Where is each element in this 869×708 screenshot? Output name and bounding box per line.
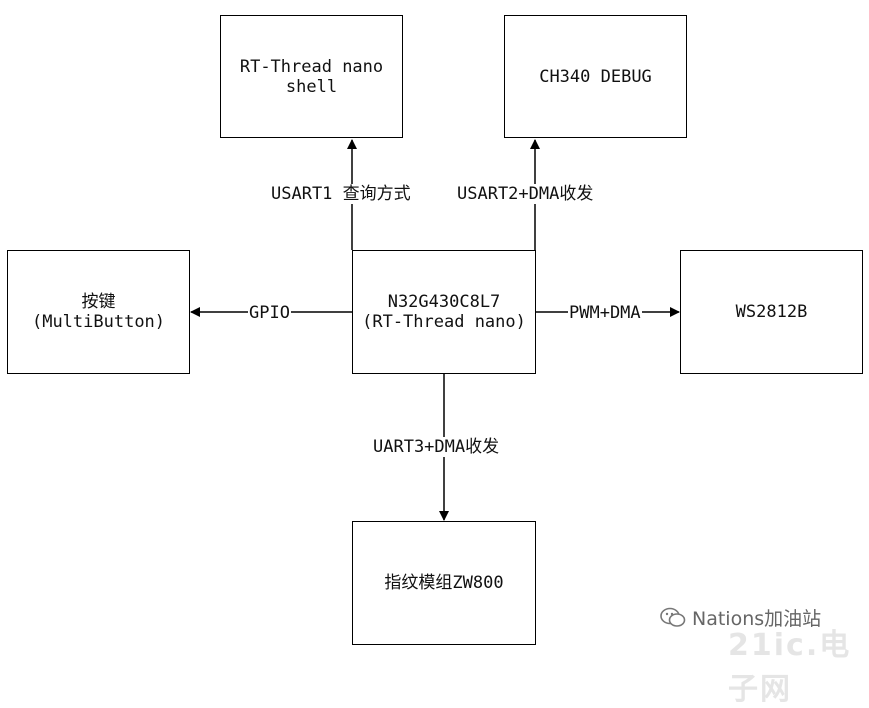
edge-label-gpio: GPIO [248, 303, 291, 323]
node-key: 按键 (MultiButton) [7, 250, 190, 374]
node-debug-label: CH340 DEBUG [539, 66, 652, 87]
watermark-faint: 21ic.电子网 [728, 628, 852, 707]
watermark-text: Nations加油站 [692, 608, 822, 630]
node-led-label: WS2812B [735, 302, 808, 322]
edge-label-uart3: UART3+DMA收发 [373, 437, 500, 457]
node-mcu-line2: (RT-Thread nano) [362, 312, 526, 332]
edge-label-usart2: USART2+DMA收发 [457, 184, 594, 204]
node-debug: CH340 DEBUG [504, 15, 687, 138]
watermark: Nations加油站 [660, 604, 821, 631]
edge-label-pwm: PWM+DMA [568, 303, 642, 323]
node-shell-line1: RT-Thread nano [239, 56, 384, 77]
node-finger-label: 指纹模组ZW800 [384, 573, 504, 593]
node-key-line1: 按键 [81, 292, 116, 312]
wechat-icon [660, 607, 686, 627]
node-shell: RT-Thread nano shell [220, 15, 403, 138]
node-led: WS2812B [680, 250, 863, 374]
node-finger: 指纹模组ZW800 [352, 521, 536, 645]
node-key-line2: (MultiButton) [31, 312, 166, 332]
node-shell-line2: shell [285, 76, 338, 97]
edge-label-usart1: USART1 查询方式 [271, 184, 411, 204]
node-mcu: N32G430C8L7 (RT-Thread nano) [352, 250, 536, 374]
node-mcu-line1: N32G430C8L7 [387, 292, 501, 312]
